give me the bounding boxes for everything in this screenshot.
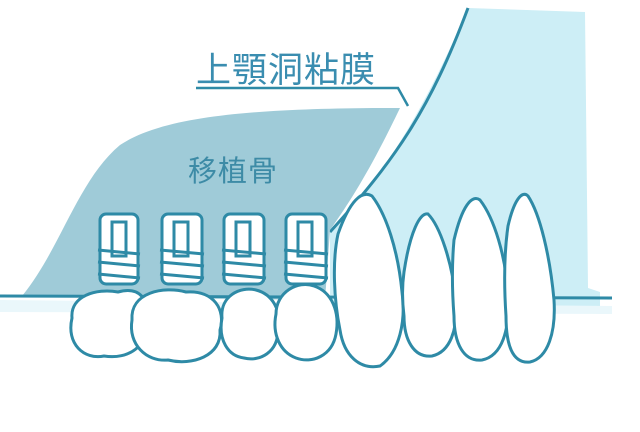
implant [159,212,205,286]
crown-group [69,283,339,364]
sinus-membrane-label: 上顎洞粘膜 [196,51,377,91]
natural-tooth [332,193,405,369]
implant-crown [219,287,281,361]
implant-group [97,212,329,286]
bone-graft-label: 移植骨 [188,154,279,188]
implant [97,212,141,286]
implant [221,212,267,286]
implant [283,212,329,286]
implant-crown [273,283,339,362]
membrane-leader-line [196,86,410,107]
natural-tooth [503,193,556,364]
implant-crown [129,288,223,364]
natural-teeth-group [332,193,556,369]
natural-tooth [451,197,510,362]
